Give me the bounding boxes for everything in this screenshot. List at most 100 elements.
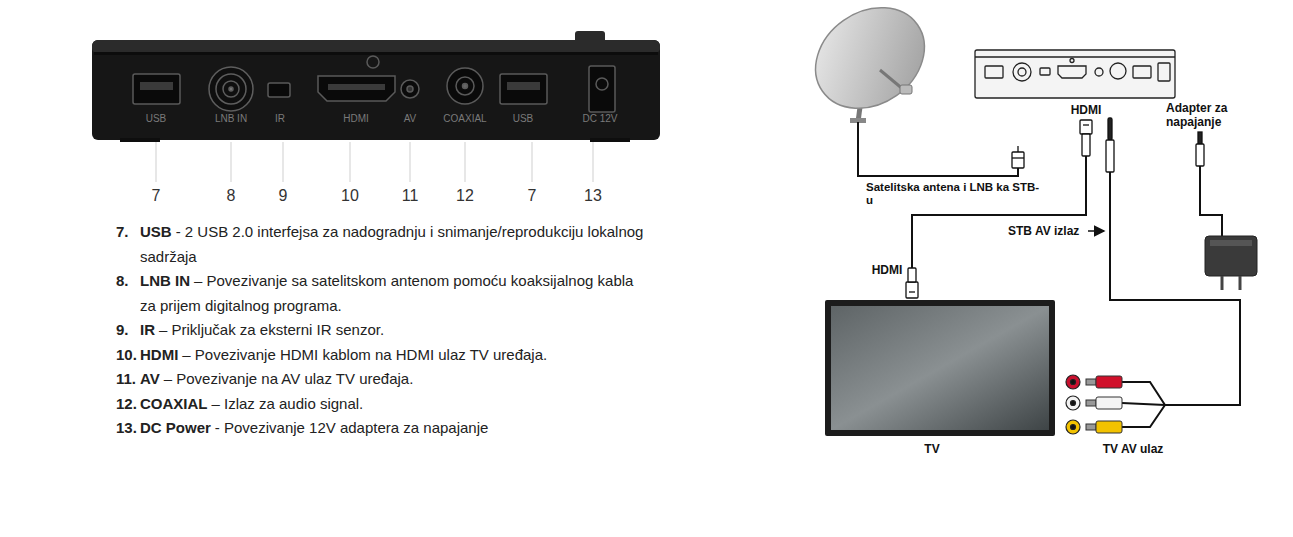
dc-plug <box>1196 144 1204 166</box>
rca-plug <box>1096 376 1122 388</box>
leader-line <box>465 142 466 182</box>
stb-box <box>975 50 1175 98</box>
port-name: LNB IN <box>140 272 190 289</box>
item-number: 11. <box>116 367 140 392</box>
leader-line <box>156 142 593 182</box>
lnb-port <box>209 67 253 111</box>
usb-port <box>507 82 540 90</box>
port-label: USB <box>513 113 534 124</box>
item-number: 7. <box>116 220 140 269</box>
hdmi-plug <box>906 282 918 298</box>
hdmi-port <box>318 76 395 101</box>
dc-plug <box>1198 132 1202 144</box>
tv-set <box>825 300 1055 436</box>
tv-av-jack <box>1071 380 1076 385</box>
description-row: 13.DC Power- Povezivanje 12V adaptera za… <box>116 416 656 441</box>
coaxial-port <box>463 84 468 89</box>
port-description: - 2 USB 2.0 interfejsa za nadogradnju i … <box>140 223 643 265</box>
tv-av-jack <box>1066 420 1080 434</box>
dc-port <box>596 78 608 90</box>
leader-line <box>350 142 351 182</box>
description-row: 12.COAXIAL– Izlaz za audio signal. <box>116 392 656 417</box>
dc-plug <box>1196 132 1204 166</box>
callout-number: 9 <box>279 187 288 205</box>
port-description: – Izlaz za audio signal. <box>212 395 364 412</box>
description-row: 9.IR– Priključak za eksterni IR senzor. <box>116 318 656 343</box>
tv-av-jack <box>1071 425 1076 430</box>
power-adapter <box>1239 276 1242 290</box>
hdmi-plug <box>909 291 915 292</box>
port-name: DC Power <box>140 419 211 436</box>
tv-set <box>825 300 1055 436</box>
coaxial-port <box>447 68 483 104</box>
av-jack-plug <box>1106 140 1114 172</box>
item-number: 9. <box>116 318 140 343</box>
cable <box>1122 403 1165 405</box>
connector-label: TV AV ulaz <box>1103 442 1164 456</box>
dc-port <box>589 66 615 112</box>
callout-number: 12 <box>456 187 474 205</box>
f-connector <box>1012 146 1024 168</box>
tv-av-jack <box>1066 375 1080 389</box>
description-row: 7.USB- 2 USB 2.0 interfejsa za nadogradn… <box>116 220 656 269</box>
description-text: IR– Priključak za eksterni IR senzor. <box>140 318 645 343</box>
lnb-port <box>229 87 233 91</box>
stb-back-panel <box>92 40 660 140</box>
satellite-dish <box>796 0 944 129</box>
port-name: IR <box>140 321 155 338</box>
av-jack-plug <box>1108 118 1112 140</box>
port-label: LNB IN <box>215 113 247 124</box>
hdmi-port <box>328 84 385 90</box>
description-text: USB- 2 USB 2.0 interfejsa za nadogradnju… <box>140 220 645 269</box>
av-jack-plug <box>1106 118 1114 172</box>
label-arrow <box>1088 230 1104 232</box>
stb-box <box>1133 66 1151 78</box>
rca-plug <box>1096 397 1122 409</box>
callout-number: 13 <box>584 187 602 205</box>
cable <box>1110 172 1240 405</box>
item-number: 13. <box>116 416 140 441</box>
stb-box <box>1158 63 1170 81</box>
port-name: HDMI <box>140 346 178 363</box>
leader-line <box>156 142 157 182</box>
port-label: DC 12V <box>582 113 617 124</box>
port-description: – Povezivanje sa satelitskom antenom pom… <box>140 272 633 314</box>
cable <box>1122 405 1165 427</box>
hdmi-port <box>367 56 379 68</box>
port-description: – Povezivanje na AV ulaz TV uređaja. <box>164 370 414 387</box>
port-label: IR <box>275 113 285 124</box>
dc-port <box>589 66 615 112</box>
stb-box <box>975 56 1175 57</box>
description-text: COAXIAL– Izlaz za audio signal. <box>140 392 645 417</box>
satellite-dish <box>900 85 912 94</box>
tv-av-jack <box>1066 375 1080 434</box>
power-adapter <box>1205 236 1257 290</box>
stb-back-panel <box>590 138 630 142</box>
port-label: USB <box>146 113 167 124</box>
f-connector <box>1017 146 1018 152</box>
stb-box <box>1058 66 1086 78</box>
cable <box>858 122 1018 176</box>
usb-port <box>133 74 547 104</box>
description-text: LNB IN– Povezivanje sa satelitskom anten… <box>140 269 645 318</box>
usb-port <box>140 82 173 90</box>
power-adapter <box>1205 236 1257 276</box>
leader-line <box>231 142 232 182</box>
hdmi-plug <box>1080 120 1092 134</box>
av-port <box>401 80 419 98</box>
rca-plug <box>1086 400 1096 406</box>
cable <box>1122 382 1165 405</box>
callout-number: 7 <box>528 187 537 205</box>
power-adapter <box>1221 276 1224 290</box>
port-label: AV <box>404 113 417 124</box>
tv-av-jack <box>1066 396 1080 410</box>
leader-line <box>532 142 533 182</box>
connector-label: HDMI <box>872 263 903 277</box>
port-label: COAXIAL <box>443 113 486 124</box>
f-connector <box>1012 152 1024 168</box>
description-text: AV– Povezivanje na AV ulaz TV uređaja. <box>140 367 645 392</box>
hdmi-plug <box>1082 134 1090 156</box>
callout-number: 10 <box>341 187 359 205</box>
stb-back-panel <box>94 52 658 55</box>
